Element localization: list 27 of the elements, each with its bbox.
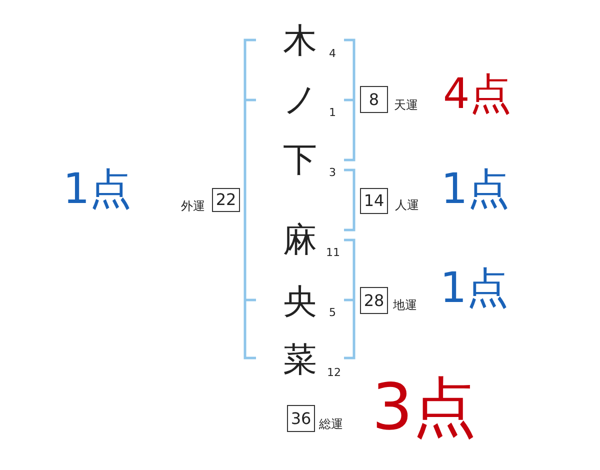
name-character: 下 <box>283 143 317 177</box>
stroke-count: 4 <box>329 48 336 59</box>
total-number: 14 <box>364 193 384 209</box>
name-character: 木 <box>283 24 317 58</box>
score-text: 1点 <box>63 168 132 210</box>
fortune-label: 天運 <box>394 99 418 111</box>
name-character: 央 <box>283 285 317 319</box>
fortune-label: 総運 <box>319 418 343 430</box>
total-number: 28 <box>364 292 384 308</box>
name-character: 菜 <box>283 343 317 377</box>
score-text: 3点 <box>372 376 477 440</box>
stroke-count: 5 <box>329 307 336 318</box>
total-number: 8 <box>368 92 380 108</box>
name-character: 麻 <box>283 223 317 257</box>
fortune-label: 外運 <box>181 200 205 212</box>
score-text: 1点 <box>441 168 510 210</box>
stroke-count: 1 <box>329 107 336 118</box>
fortune-label: 人運 <box>395 199 419 211</box>
stroke-count: 12 <box>327 367 341 378</box>
stroke-count: 3 <box>329 167 336 178</box>
total-number: 36 <box>290 410 312 426</box>
stroke-count: 11 <box>326 247 340 258</box>
score-text: 1点 <box>440 267 509 309</box>
total-number: 22 <box>216 192 236 208</box>
name-character: ノ <box>283 83 318 117</box>
fortune-label: 地運 <box>393 299 417 311</box>
score-text: 4点 <box>443 73 512 115</box>
